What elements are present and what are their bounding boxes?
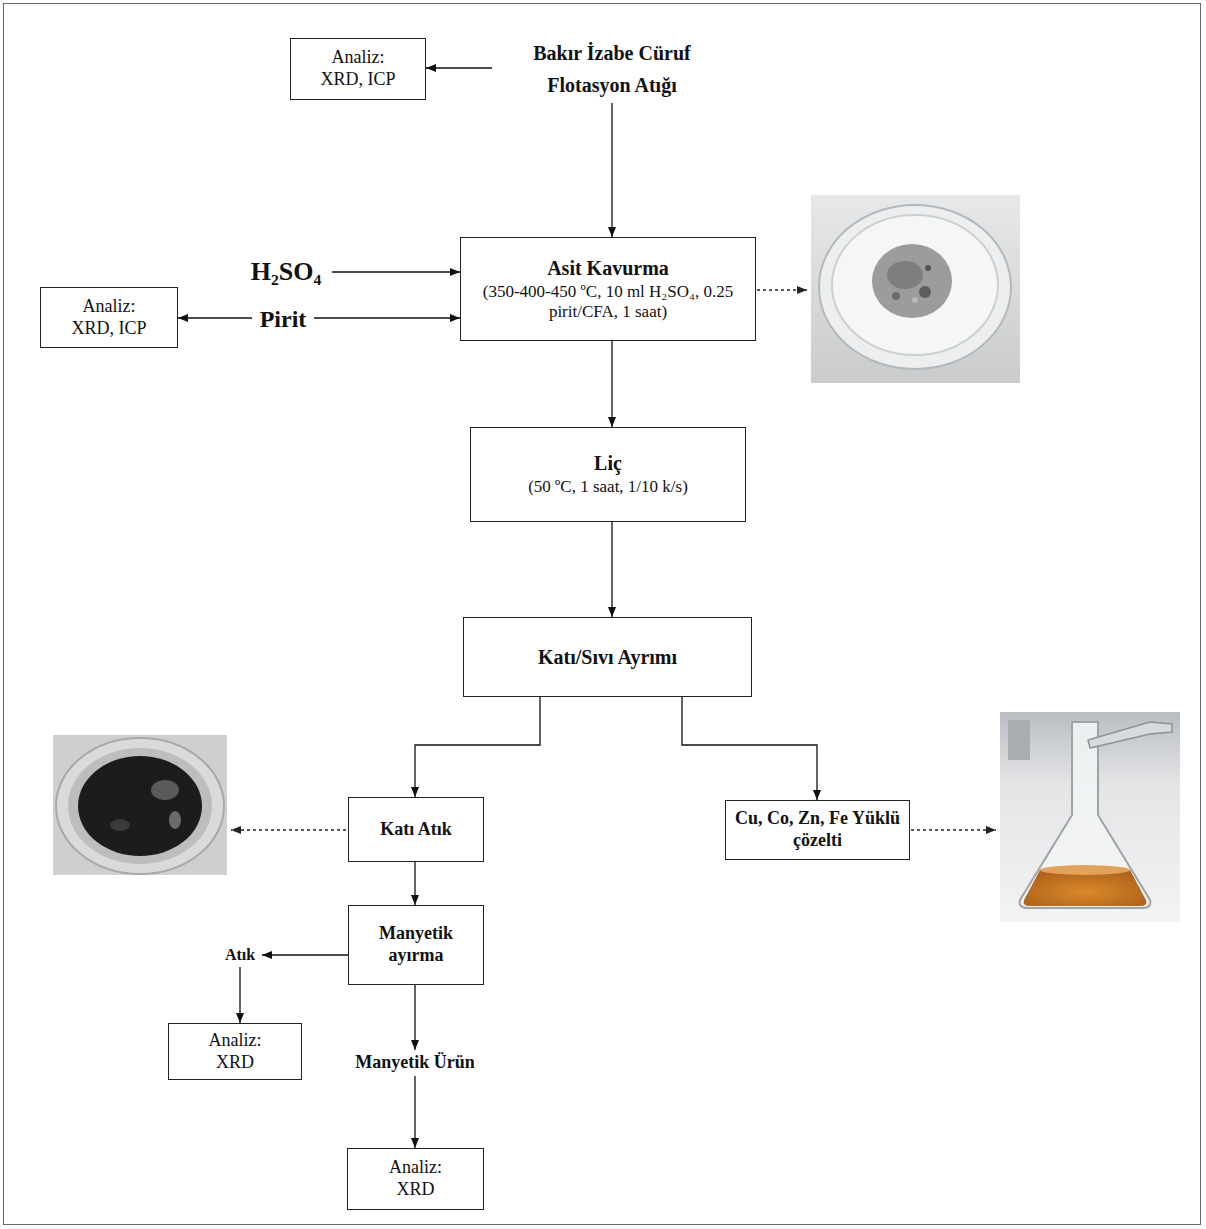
node-title: Manyetik ayırma <box>357 923 475 966</box>
product-box: Katı Atık <box>348 797 484 862</box>
output-label: Manyetik Ürün <box>340 1050 490 1076</box>
node-title: Atık <box>218 945 262 964</box>
photo-leader <box>911 829 996 830</box>
input-label: Bakır İzabe Cüruf Flotasyon Atığı <box>492 35 732 103</box>
node-title: Asit Kavurma <box>469 256 747 280</box>
node-title: Analiz: XRD <box>200 1030 270 1073</box>
flow-arrow <box>262 954 348 955</box>
node-title: Katı/Sıvı Ayrımı <box>472 645 743 669</box>
flow-arrow <box>682 697 817 800</box>
node-title: Analiz: XRD, ICP <box>68 296 150 339</box>
process-box: Manyetik ayırma <box>348 905 484 985</box>
output-label: Atık <box>218 943 262 967</box>
flow-arrow <box>178 317 252 318</box>
process-box: Katı/Sıvı Ayrımı <box>463 617 752 697</box>
analysis-box: Analiz: XRD, ICP <box>290 38 426 100</box>
flow-arrow <box>332 271 460 272</box>
residue-photo <box>53 735 227 875</box>
flow-arrow <box>414 985 415 1050</box>
flow-arrow <box>239 967 240 1023</box>
flow-arrow <box>314 317 460 318</box>
roast-photo <box>811 195 1020 383</box>
node-title: Bakır İzabe Cüruf Flotasyon Atığı <box>492 37 732 101</box>
node-title: Liç <box>479 451 737 475</box>
process-box: Asit Kavurma(350-400-450 ºC, 10 ml H₂SO₄… <box>460 237 756 341</box>
solution-photo <box>1000 712 1180 922</box>
analysis-box: Analiz: XRD, ICP <box>40 287 178 348</box>
reagent-label: Pirit <box>252 303 314 336</box>
node-detail: (50 ºC, 1 saat, 1/10 k/s) <box>479 477 737 497</box>
node-title: Pirit <box>252 305 314 334</box>
photo-leader <box>231 829 346 830</box>
node-title: H₂SO₄ <box>240 256 332 287</box>
node-title: Katı Atık <box>357 819 475 841</box>
node-title: Analiz: XRD <box>381 1157 451 1200</box>
node-title: Manyetik Ürün <box>340 1052 490 1074</box>
reagent-label: H₂SO₄ <box>240 254 332 289</box>
node-title: Analiz: XRD, ICP <box>317 47 399 90</box>
flow-arrow <box>611 341 612 427</box>
flow-arrow <box>414 862 415 905</box>
analysis-box: Analiz: XRD <box>347 1148 484 1210</box>
flow-arrow <box>415 697 540 797</box>
flow-arrow <box>426 67 492 68</box>
product-box: Cu, Co, Zn, Fe Yüklü çözelti <box>725 800 910 860</box>
process-box: Liç(50 ºC, 1 saat, 1/10 k/s) <box>470 427 746 522</box>
photo-leader <box>757 289 807 290</box>
flow-arrow <box>611 103 612 237</box>
flow-arrow <box>611 522 612 617</box>
flow-arrow <box>414 1076 415 1148</box>
node-title: Cu, Co, Zn, Fe Yüklü çözelti <box>734 808 901 851</box>
node-detail: (350-400-450 ºC, 10 ml H₂SO₄, 0.25 pirit… <box>469 282 747 323</box>
analysis-box: Analiz: XRD <box>168 1023 302 1080</box>
